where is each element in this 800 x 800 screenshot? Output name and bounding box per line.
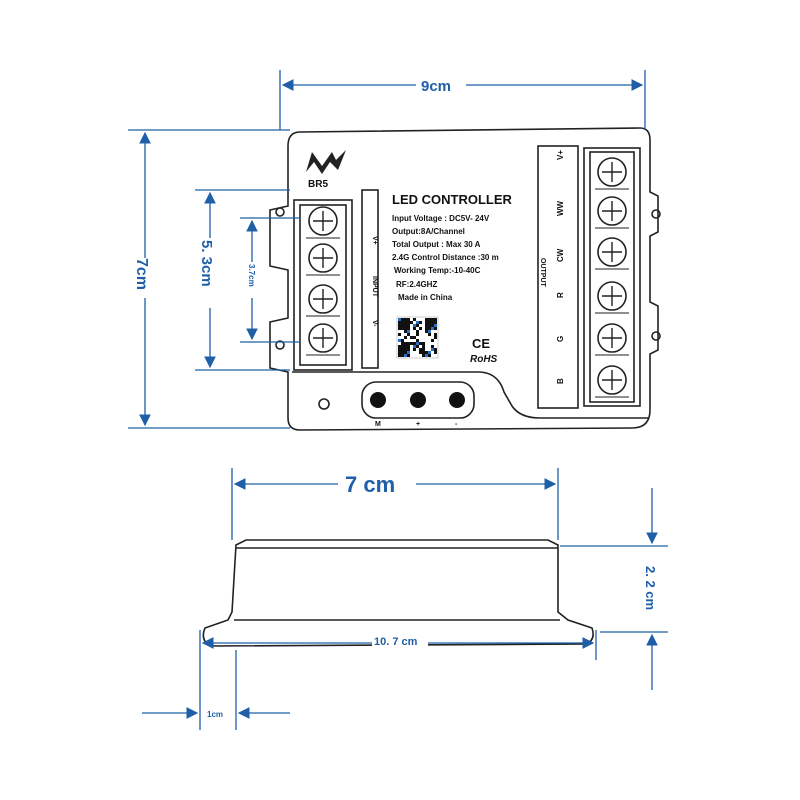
height-dim-label: 7cm: [133, 258, 150, 290]
side-height-dim-label: 2. 2 cm: [643, 566, 658, 610]
button-step-outline: [292, 371, 648, 419]
side-view: [202, 539, 594, 647]
rohs-mark: RoHS: [470, 354, 498, 365]
mount-hole: [275, 207, 285, 217]
terminal-screw-icon: [595, 323, 629, 356]
terminal-span-dim-label: 5. 3cm: [198, 240, 215, 287]
terminal-screw-icon: [306, 323, 340, 356]
output-pin-label: V+: [556, 150, 565, 160]
terminal-screw-icon: [595, 157, 629, 190]
input-pin-label: V-: [371, 320, 378, 327]
input-label: INPUT: [371, 276, 378, 298]
output-terminal-block: [583, 147, 641, 407]
terminal-screw-icon: [306, 206, 340, 239]
terminal-screw-icon: [595, 196, 629, 229]
width-dim-label: 9cm: [421, 78, 451, 95]
terminal-screw-icon: [595, 365, 629, 398]
logo-mark-icon: [306, 150, 346, 174]
input-screws: [306, 206, 340, 356]
button-label: +: [416, 421, 420, 428]
spec-line: Output:8A/Channel: [392, 227, 465, 236]
minus-button[interactable]: [449, 392, 465, 408]
side-length-dim-label: 10. 7 cm: [374, 636, 418, 648]
spec-line: Total Output : Max 30 A: [392, 240, 481, 249]
plus-button[interactable]: [410, 392, 426, 408]
button-panel: M + -: [361, 381, 475, 428]
spec-list: Input Voltage : DC5V- 24V Output:8A/Chan…: [392, 214, 499, 302]
button-label: -: [455, 421, 458, 428]
terminal-screw-icon: [595, 237, 629, 270]
enclosure-outline: [269, 127, 659, 431]
spec-line: Made in China: [398, 293, 453, 302]
ce-mark: CE: [472, 336, 490, 351]
output-pin-label: G: [556, 336, 565, 342]
terminal-pitch-dim-label: 3.7cm: [247, 264, 256, 287]
side-body-outline: [202, 539, 594, 647]
input-pin-label: V+: [371, 236, 378, 245]
output-pin-labels: V+ WW CW R G B: [556, 150, 565, 384]
mount-hole: [318, 398, 330, 410]
spec-line: RF:2.4GHZ: [396, 280, 437, 289]
button-label: M: [375, 421, 381, 428]
qr-code: [396, 316, 439, 359]
terminal-screw-icon: [595, 281, 629, 314]
terminal-screw-icon: [306, 284, 340, 317]
output-pin-label: WW: [556, 200, 565, 216]
mount-hole: [651, 209, 661, 219]
input-label-strip: [361, 189, 379, 369]
top-view: BR5 V+ INPUT V- LED CONTROLLER Input Vol…: [269, 127, 661, 431]
side-width-dim-label: 7 cm: [345, 472, 395, 497]
output-label-strip: [537, 145, 579, 409]
input-terminal-block: V+ INPUT V-: [293, 189, 379, 371]
spec-line: 2.4G Control Distance :30 m: [392, 253, 499, 262]
output-label: OUTPUT: [539, 258, 546, 288]
mount-hole: [651, 331, 661, 341]
spec-line: Input Voltage : DC5V- 24V: [392, 214, 490, 223]
output-pin-label: R: [556, 292, 565, 298]
brand-logo: BR5: [306, 150, 346, 190]
output-pin-label: B: [556, 378, 565, 384]
output-screws: [595, 157, 629, 398]
flange-dim-label: 1cm: [207, 710, 223, 719]
mode-button[interactable]: [370, 392, 386, 408]
product-title: LED CONTROLLER: [392, 192, 512, 207]
terminal-screw-icon: [306, 243, 340, 276]
logo-text: BR5: [308, 179, 328, 190]
side-dimensions: [142, 468, 668, 730]
mount-hole: [275, 340, 285, 350]
spec-line: Working Temp:-10-40C: [394, 266, 481, 275]
output-pin-label: CW: [556, 248, 565, 262]
